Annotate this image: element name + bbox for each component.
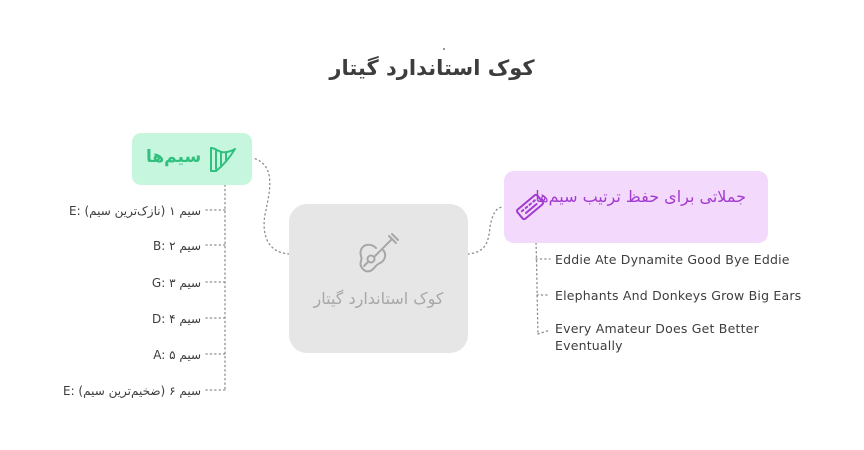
harp-icon bbox=[210, 147, 236, 172]
string-item-2: B: سیم ۲ bbox=[152, 239, 201, 253]
strings-node-label: سیم‌ها bbox=[146, 147, 202, 167]
center-node-label: کوک استاندارد گیتار bbox=[313, 289, 444, 308]
connector-center-to-strings bbox=[252, 157, 290, 255]
string-note: E bbox=[62, 384, 71, 398]
string-note: A bbox=[153, 348, 162, 362]
mnemonic-node-label: جملاتی برای حفظ ترتیب سیم‌ها bbox=[535, 187, 746, 206]
string-note: D bbox=[151, 312, 162, 326]
mnemonic-tick-3 bbox=[537, 329, 551, 335]
strings-node[interactable]: سیم‌ها bbox=[132, 133, 252, 185]
mnemonic-phrase-3: Every Amateur Does Get Better Eventually bbox=[555, 321, 759, 353]
string-desc: سیم ۴ bbox=[169, 312, 201, 326]
center-node[interactable]: کوک استاندارد گیتار bbox=[289, 204, 468, 353]
string-desc: سیم ۱ (نازک‌ترین سیم) bbox=[84, 204, 201, 218]
string-desc: سیم ۵ bbox=[169, 348, 201, 362]
string-item-3: G: سیم ۳ bbox=[151, 276, 201, 290]
title-decoration-dot bbox=[443, 48, 445, 50]
guitar-icon bbox=[359, 233, 399, 273]
string-desc: سیم ۶ (ضخیم‌ترین سیم) bbox=[78, 384, 201, 398]
string-item-6: E: سیم ۶ (ضخیم‌ترین سیم) bbox=[62, 384, 201, 398]
connector-center-to-mnemonic bbox=[467, 206, 505, 255]
string-item-4: D: سیم ۴ bbox=[151, 312, 201, 326]
string-item-5: A: سیم ۵ bbox=[153, 348, 201, 362]
string-item-1: E: سیم ۱ (نازک‌ترین سیم) bbox=[68, 204, 201, 218]
keyboard-icon bbox=[516, 193, 544, 221]
mnemonic-spine bbox=[535, 242, 539, 335]
string-note: B bbox=[152, 239, 162, 253]
string-note: G bbox=[151, 276, 162, 290]
string-note: E bbox=[68, 204, 77, 218]
string-desc: سیم ۳ bbox=[169, 276, 201, 290]
mnemonic-phrase-2: Elephants And Donkeys Grow Big Ears bbox=[555, 288, 802, 303]
string-desc: سیم ۲ bbox=[169, 239, 201, 253]
diagram-title: کوک استاندارد گیتار bbox=[329, 56, 535, 80]
mnemonic-node[interactable]: جملاتی برای حفظ ترتیب سیم‌ها bbox=[504, 171, 768, 243]
mnemonic-phrase-1: Eddie Ate Dynamite Good Bye Eddie bbox=[555, 252, 790, 267]
